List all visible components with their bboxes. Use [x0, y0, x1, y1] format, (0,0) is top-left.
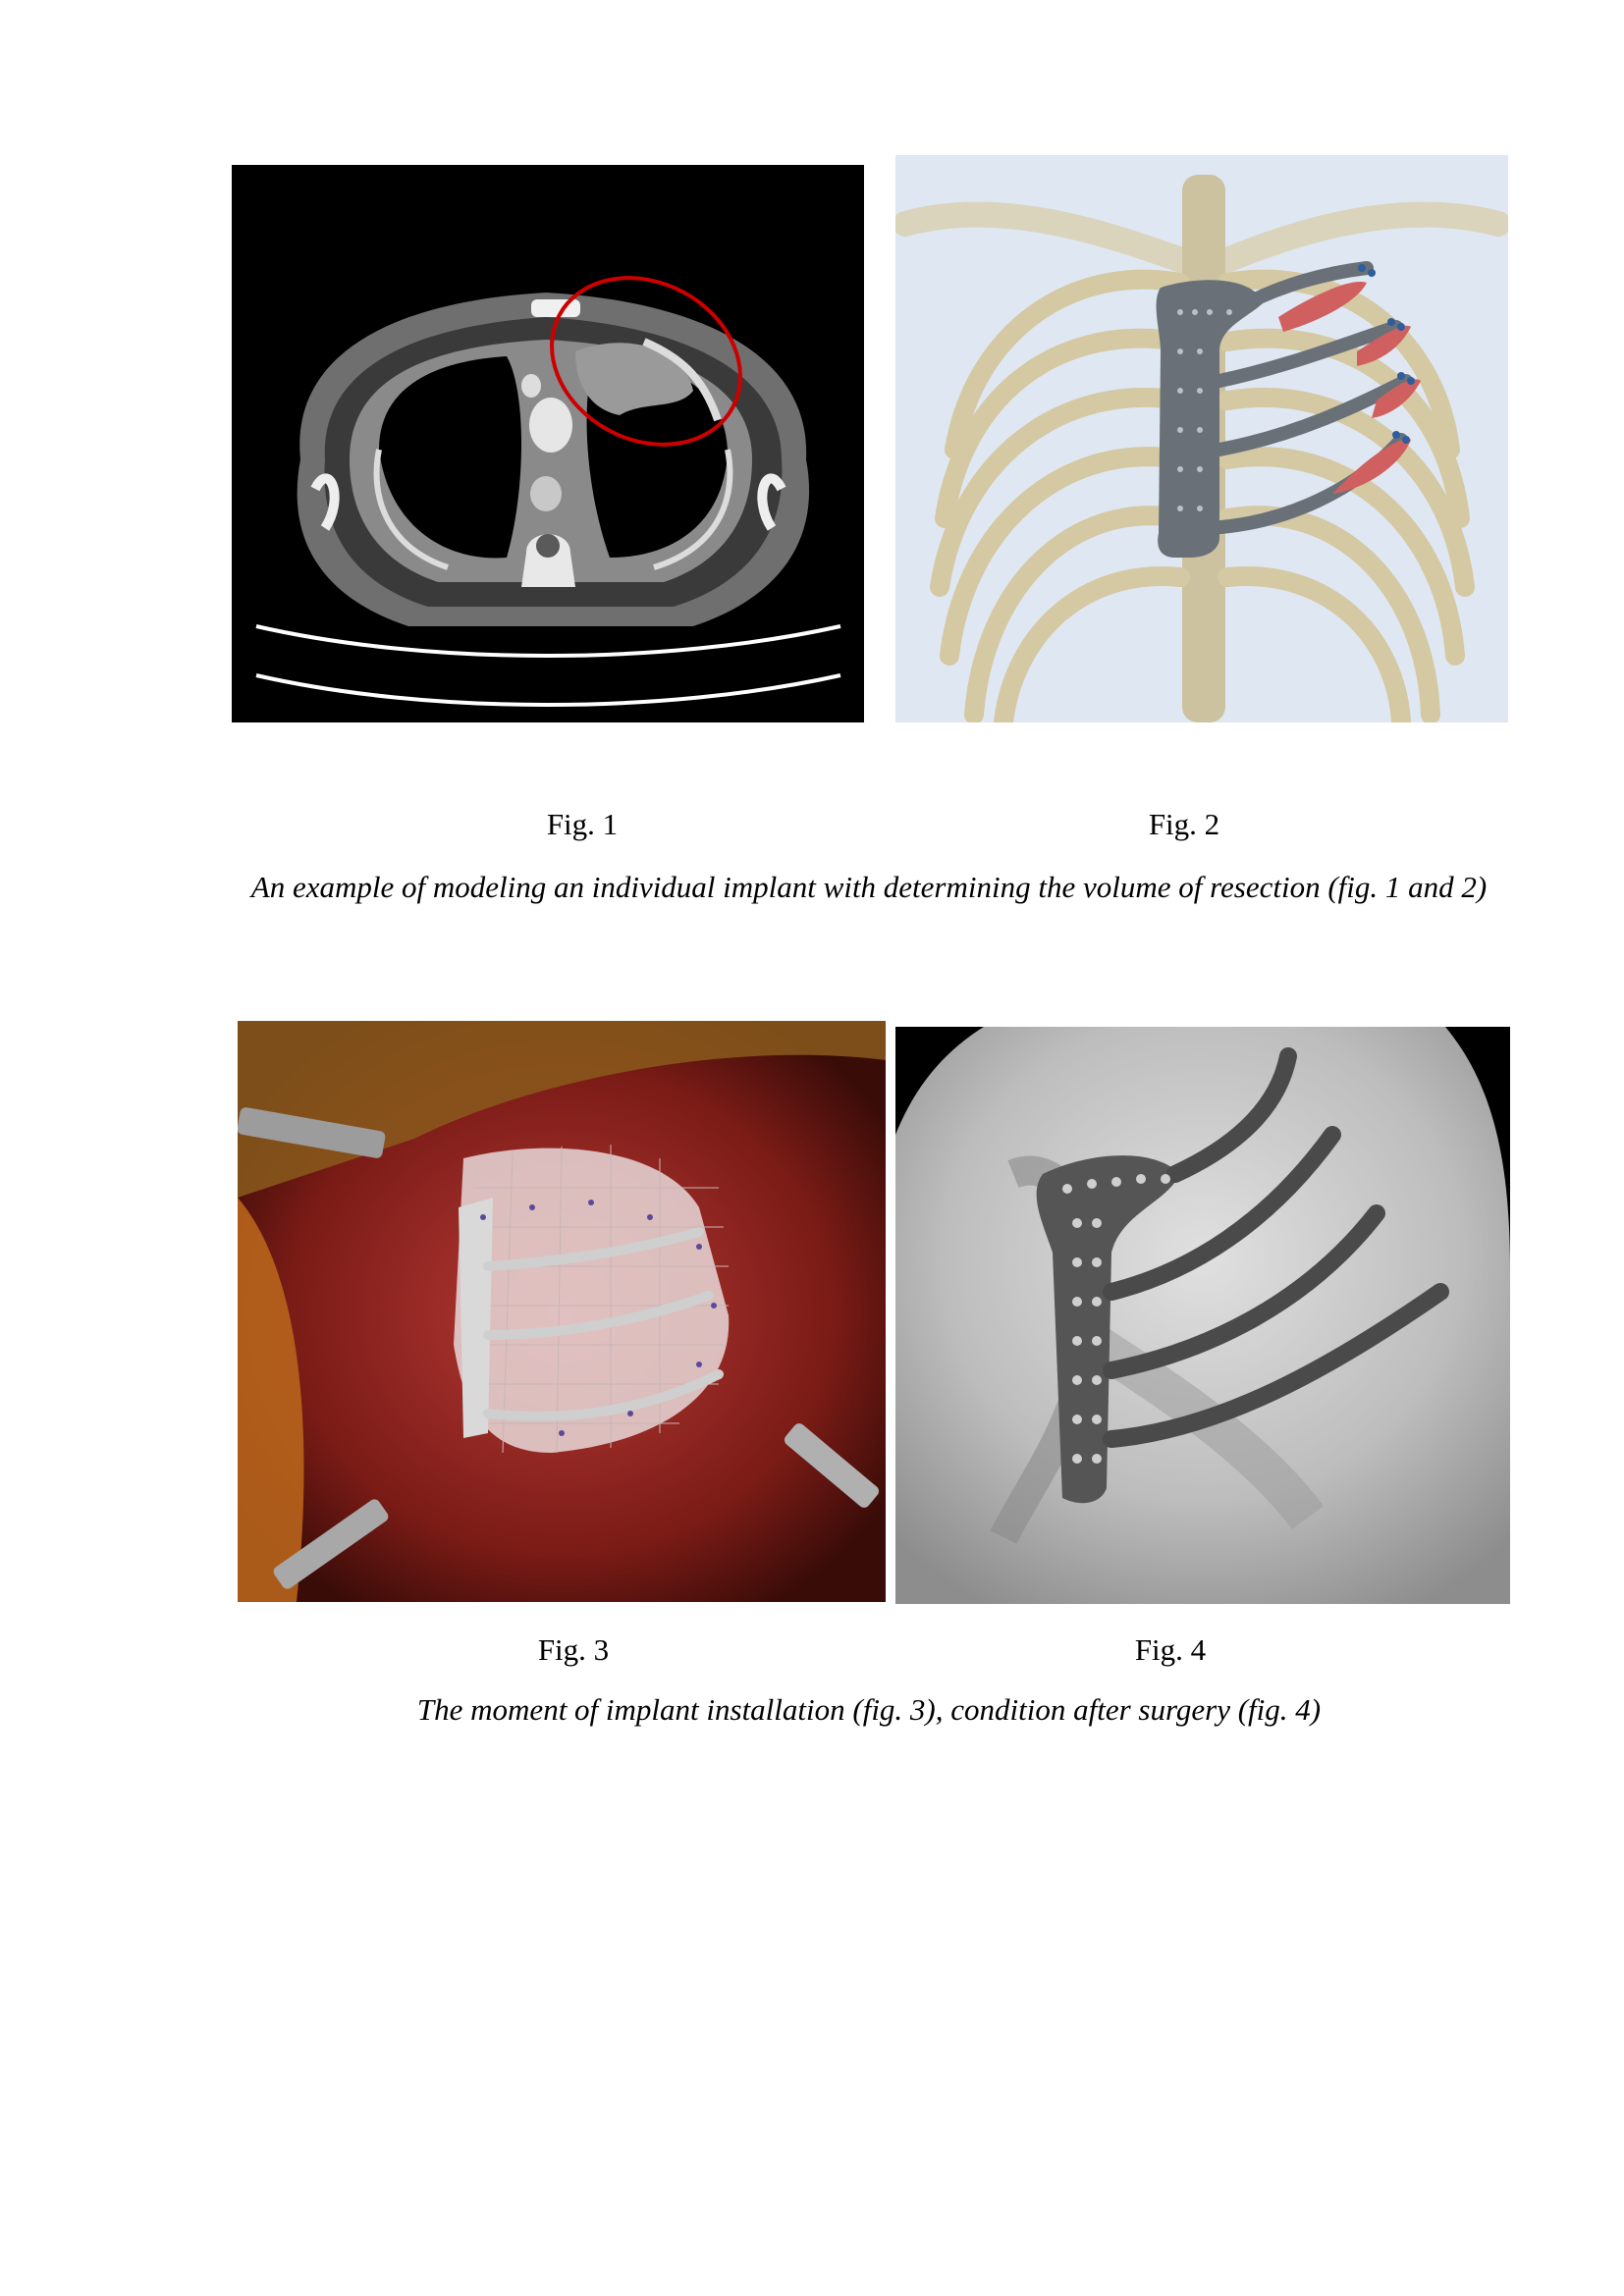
caption-top: An example of modeling an individual imp…	[250, 870, 1488, 904]
implant-model-image	[895, 155, 1508, 722]
ct-scan-image	[232, 165, 864, 722]
figure-4-label: Fig. 4	[1134, 1632, 1207, 1667]
figure-3-surgery-photo	[238, 1021, 886, 1602]
surgery-photo-image	[238, 1021, 886, 1602]
figure-2-label: Fig. 2	[1148, 807, 1220, 841]
caption-bottom: The moment of implant installation (fig.…	[416, 1692, 1322, 1727]
figure-2-3d-model	[895, 155, 1508, 722]
figure-1-ct-scan	[232, 165, 864, 722]
figure-4-xray	[895, 1027, 1510, 1604]
xray-image	[895, 1027, 1510, 1604]
figure-3-label: Fig. 3	[537, 1632, 610, 1667]
figure-1-label: Fig. 1	[546, 807, 619, 841]
